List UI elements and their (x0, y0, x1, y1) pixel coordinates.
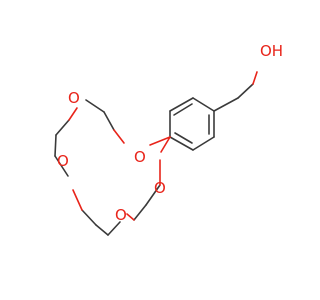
bond (149, 136, 171, 146)
bond-lines (54, 71, 258, 236)
bond (213, 97, 239, 112)
bond (85, 99, 105, 113)
molecule-diagram: OH O O O O O (54, 42, 283, 236)
bond (160, 136, 171, 153)
bond (103, 111, 115, 131)
bond (68, 107, 78, 121)
bond (72, 189, 83, 211)
bond (169, 136, 194, 151)
bond (192, 136, 215, 151)
bond (113, 129, 125, 144)
bond (237, 83, 254, 99)
bond (55, 119, 70, 136)
hydroxyl-label: OH (260, 42, 283, 60)
oxygen-label: O (134, 148, 146, 166)
oxygen-label: O (115, 206, 127, 224)
bond (252, 71, 258, 85)
bond (81, 209, 97, 226)
bond (145, 184, 161, 206)
bond (54, 134, 57, 157)
bond (192, 97, 215, 112)
bond (95, 224, 109, 236)
oxygen-label: O (57, 152, 69, 170)
bond (126, 213, 135, 221)
bond (133, 204, 147, 221)
bond (174, 132, 193, 144)
bond (169, 97, 194, 112)
bond (54, 155, 69, 177)
oxygen-label: O (68, 89, 80, 107)
bond (173, 103, 193, 116)
oxygen-label: O (154, 179, 166, 197)
bond (107, 221, 121, 236)
